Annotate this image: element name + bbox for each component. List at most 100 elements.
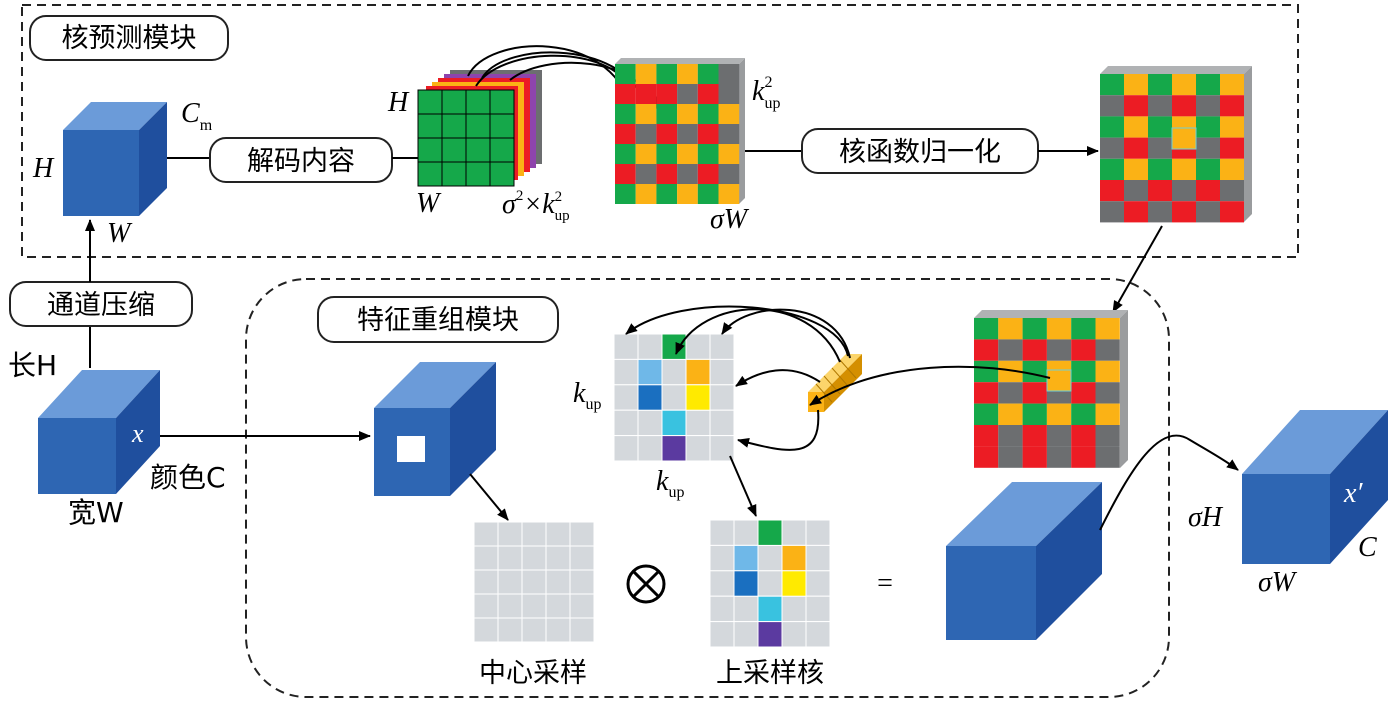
grid-cell	[1148, 95, 1172, 117]
center-sample-cell	[569, 545, 595, 571]
encoder-cell	[465, 137, 491, 163]
grid-cell	[656, 104, 678, 124]
grid-cell	[615, 184, 636, 204]
encoder-cell	[441, 137, 467, 163]
kernel-cell	[709, 409, 735, 437]
grid-cell	[1071, 425, 1096, 447]
center-sample-cell	[497, 617, 523, 643]
grid-cell	[998, 382, 1023, 404]
kernel-weight-cell	[733, 544, 759, 572]
output-x-label: x′	[1343, 478, 1363, 509]
grid-cell	[1124, 137, 1148, 159]
kernel-cell	[709, 333, 735, 360]
grid-cell	[697, 84, 719, 104]
grid-cell	[718, 104, 740, 124]
grid-cell	[1022, 360, 1047, 383]
grid-cell	[1071, 446, 1096, 468]
result-cube	[946, 482, 1102, 640]
grid-cell	[677, 144, 698, 164]
grid-cell	[1095, 339, 1120, 361]
grid-cell	[1148, 180, 1172, 202]
grid-cell	[1095, 425, 1120, 447]
center-sample-cell	[497, 545, 523, 571]
grid-cell	[974, 339, 999, 361]
map-to-vector-arrow	[809, 365, 1051, 406]
kernel-cell	[613, 384, 639, 411]
grid-cell	[1148, 74, 1172, 96]
center-sample-cell	[473, 617, 499, 643]
kernel-cell	[805, 570, 831, 597]
encoder-cell	[441, 89, 467, 115]
kernel-cell	[685, 409, 711, 437]
grid-cell	[1220, 158, 1244, 180]
highlighted-kernel-cell	[1171, 127, 1197, 150]
grid-cell	[697, 144, 719, 164]
center-sample-cell	[473, 593, 499, 619]
grid-cell	[1220, 116, 1244, 138]
grid-cell	[615, 124, 636, 144]
grid-cell	[1196, 158, 1220, 180]
kernel-prediction-frame	[21, 4, 1299, 258]
grid-cell	[1100, 74, 1124, 96]
grid-cell	[718, 184, 740, 204]
output-c-label: C	[1358, 532, 1377, 563]
grid-cell	[1100, 158, 1124, 180]
kernel-weight-cell	[637, 358, 663, 386]
grid-cell	[1172, 95, 1196, 117]
encoder-w-label: W	[416, 188, 442, 219]
grid-cell	[1022, 339, 1047, 361]
kernel-cell	[805, 621, 831, 648]
encoder-cell	[489, 113, 515, 139]
grid-cell	[1046, 339, 1072, 361]
kernel-cell	[613, 333, 639, 360]
kernel-cell	[709, 595, 735, 623]
encoder-cell	[417, 137, 443, 163]
kernel-cell	[637, 435, 663, 462]
svg-text:解码内容: 解码内容	[247, 146, 355, 177]
kernel-cell	[613, 409, 639, 437]
center-sample-cell	[569, 569, 595, 595]
center-sample-cell	[545, 569, 571, 595]
kernel-cell	[757, 544, 783, 572]
kernel-cell	[709, 519, 735, 546]
reassembly-k-side-label: kup	[573, 378, 601, 413]
grid-cell	[974, 382, 999, 404]
grid-cell	[1220, 74, 1244, 96]
kernel-cell	[661, 384, 687, 411]
grid-cell	[974, 446, 999, 468]
center-sample-cell	[521, 569, 547, 595]
grid-cell	[974, 425, 999, 447]
kernel-weight-cell	[661, 409, 687, 437]
grid-cell	[615, 64, 636, 84]
grid-cell	[1172, 201, 1196, 223]
grid-cell	[697, 124, 719, 144]
center-sample-cell	[497, 521, 523, 547]
normalized-to-lower-arrow	[1112, 225, 1163, 313]
output-h-label: σH	[1188, 502, 1224, 533]
grid-cell	[697, 184, 719, 204]
encoder-depth-label: σ2×kup2	[502, 188, 570, 224]
output-w-label: σW	[1258, 567, 1298, 598]
grid-cell	[677, 184, 698, 204]
kernel-weight-cell	[757, 621, 783, 648]
center-sample-cell	[569, 521, 595, 547]
kernel-weight-cell	[757, 519, 783, 546]
grid-cell	[1196, 137, 1220, 159]
upsample-kernel-grid	[709, 519, 831, 648]
input-length-label: 长H	[8, 349, 57, 382]
encoder-cell	[465, 89, 491, 115]
grid-cell	[1046, 446, 1072, 468]
kernel-cell	[709, 621, 735, 648]
grid-cell	[1124, 158, 1148, 180]
feature-reassembly-title: 特征重组模块	[317, 296, 559, 343]
grid-cell	[718, 64, 740, 84]
kernel-cell	[709, 384, 735, 411]
grid-cell	[635, 104, 657, 124]
kernel-weight-cell	[661, 333, 687, 360]
grid-cell	[677, 84, 698, 104]
grid-cell	[1172, 180, 1196, 202]
center-sample-cell	[473, 521, 499, 547]
input-width-label: 宽W	[68, 496, 124, 529]
grid-cell	[677, 124, 698, 144]
grid-cell	[1071, 339, 1096, 361]
